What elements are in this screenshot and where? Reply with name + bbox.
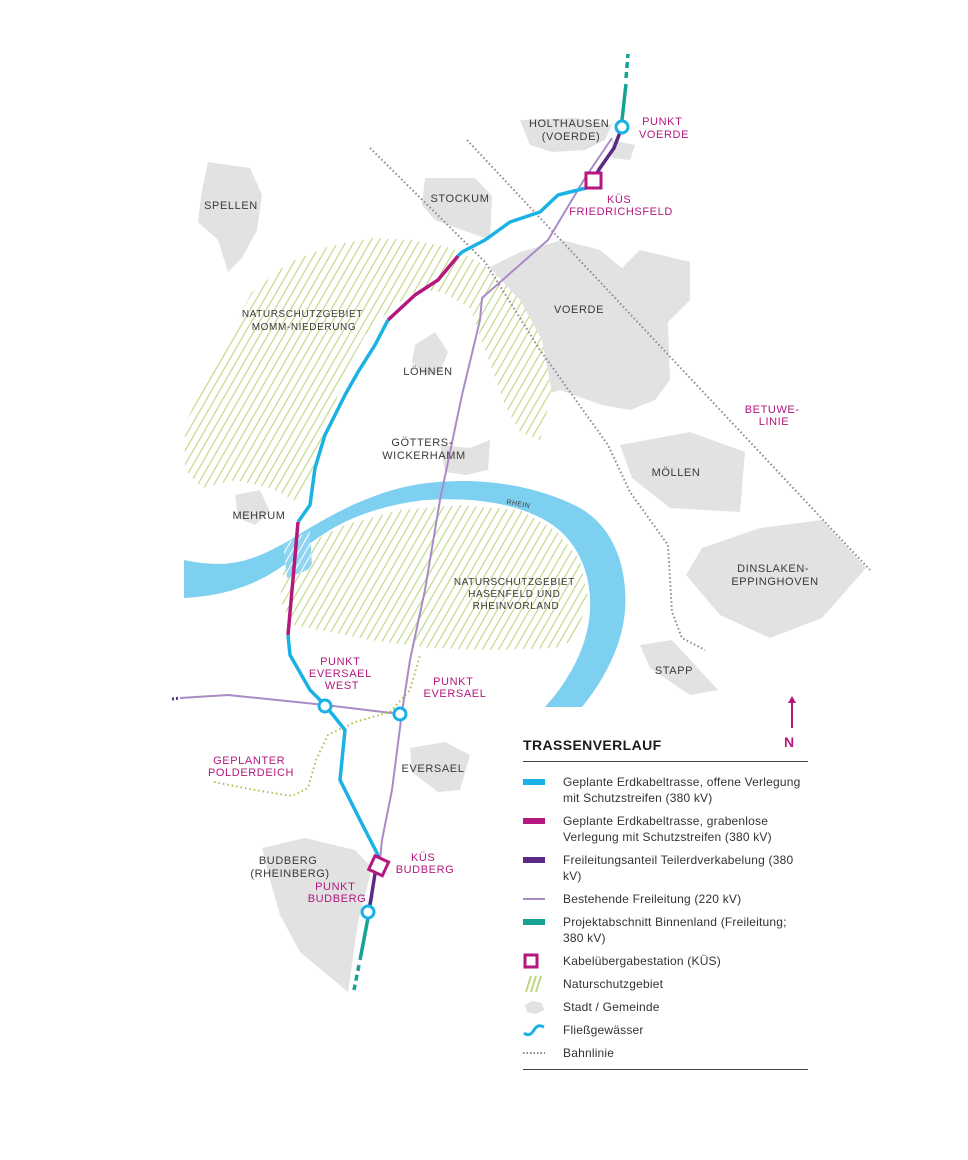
station-square-icon [523, 953, 539, 969]
punkt-eversael-icon[interactable] [392, 706, 408, 722]
legend-label: Projektabschnitt Binnenland (Freileitung… [563, 915, 787, 945]
cable-open-swatch [523, 779, 545, 785]
cable-trenchless-swatch [523, 818, 545, 824]
town-holthausen-east [612, 140, 635, 160]
legend-item: Fließgewässer [523, 1022, 808, 1038]
label-kues-friedrichsfeld: KÜS FRIEDRICHSFELD [569, 194, 673, 218]
reserve-momm-niederung [185, 238, 552, 502]
legend-title: TRASSENVERLAUF [523, 737, 808, 762]
punkt-budberg-icon[interactable] [360, 904, 376, 920]
legend-item: Naturschutzgebiet [523, 976, 808, 992]
label-punkt-eversael-west: PUNKT EVERSAEL WEST [309, 656, 375, 692]
polderdeich-line [213, 654, 421, 798]
legend-divider [523, 1069, 808, 1070]
river-wave-icon [523, 1024, 545, 1037]
river-rhein [184, 481, 626, 707]
north-arrow: N [782, 696, 802, 750]
legend-label: Bestehende Freileitung (220 kV) [563, 892, 742, 906]
legend-label: Freileitungsanteil Teilerdverkabelung (3… [563, 853, 794, 883]
legend-label: Kabelübergabestation (KÜS) [563, 954, 721, 968]
reserve-hasenfeld [280, 505, 588, 650]
legend-label: Naturschutzgebiet [563, 977, 664, 991]
label-eversael: EVERSAEL [402, 763, 465, 775]
legend-item: Stadt / Gemeinde [523, 999, 808, 1015]
punkt-voerde-icon[interactable] [614, 119, 630, 135]
town-eversael [410, 742, 470, 792]
label-mehrum: MEHRUM [232, 510, 285, 522]
line-continuation-west [171, 696, 181, 701]
label-punkt-budberg: PUNKT BUDBERG [308, 881, 367, 905]
label-budberg: BUDBERG (RHEINBERG) [250, 855, 329, 880]
town-budberg [262, 838, 372, 992]
dotted-line-icon [523, 1052, 545, 1054]
legend-item: Projektabschnitt Binnenland (Freileitung… [523, 914, 808, 946]
label-goetters: GÖTTERS- WICKERHAMM [382, 437, 466, 462]
legend-item: Kabelübergabestation (KÜS) [523, 953, 808, 969]
label-betuwe: BETUWE- LINIE [745, 404, 804, 428]
kues-friedrichsfeld-icon[interactable] [584, 171, 603, 190]
north-label: N [784, 734, 795, 750]
label-dinslaken: DINSLAKEN- EPPINGHOVEN [731, 563, 818, 588]
legend-label: Stadt / Gemeinde [563, 1000, 660, 1014]
nature-reserves [185, 238, 588, 650]
kues-budberg-icon[interactable] [366, 853, 391, 878]
legend-item: Freileitungsanteil Teilerdverkabelung (3… [523, 852, 808, 884]
legend: TRASSENVERLAUF Geplante Erdkabeltrasse, … [523, 737, 808, 1070]
town-holthausen [520, 118, 612, 152]
inland-section-swatch [523, 919, 545, 925]
label-rhein: RHEIN [506, 499, 531, 510]
railways [369, 139, 871, 651]
label-stockum: STOCKUM [430, 193, 489, 205]
punkt-eversael-west-icon[interactable] [317, 698, 333, 714]
label-kues-budberg: KÜS BUDBERG [396, 852, 455, 876]
label-voerde: VOERDE [554, 304, 604, 316]
legend-item: Bestehende Freileitung (220 kV) [523, 891, 808, 907]
label-moellen: MÖLLEN [652, 467, 701, 479]
legend-label: Geplante Erdkabeltrasse, offene Verlegun… [563, 775, 801, 805]
overhead-partial-swatch [523, 857, 545, 863]
label-spellen: SPELLEN [204, 200, 258, 212]
town-loehnen [412, 332, 448, 376]
label-punkt-eversael: PUNKT EVERSAEL [424, 676, 487, 700]
town-moellen [620, 432, 745, 512]
label-punkt-voerde: PUNKT VOERDE [639, 116, 689, 141]
cable-open-route [286, 183, 599, 856]
label-loehnen: LÖHNEN [403, 366, 452, 378]
legend-item: Geplante Erdkabeltrasse, grabenlose Verl… [523, 813, 808, 845]
town-goetters [440, 440, 490, 475]
label-stapp: STAPP [655, 665, 693, 677]
town-areas [198, 118, 866, 992]
crossing-hatch [283, 530, 312, 578]
existing-overhead-line [179, 137, 613, 861]
label-holthausen: HOLTHAUSEN (VOERDE) [529, 118, 613, 143]
connection-points [317, 119, 630, 920]
town-stapp [640, 640, 718, 695]
hatch-icon [525, 976, 542, 992]
cable-trenchless-route [286, 254, 460, 636]
town-blob-icon [525, 1001, 544, 1014]
legend-label: Fließgewässer [563, 1023, 644, 1037]
existing-line-swatch [523, 898, 545, 900]
town-stockum [422, 178, 492, 240]
town-mehrum [235, 490, 270, 525]
legend-label: Geplante Erdkabeltrasse, grabenlose Verl… [563, 814, 772, 844]
inland-section [352, 53, 630, 991]
label-polderdeich: GEPLANTER POLDERDEICH [208, 755, 294, 779]
north-arrow-icon [788, 696, 796, 728]
legend-label: Bahnlinie [563, 1046, 615, 1060]
label-nsg-hasenfeld: NATURSCHUTZGEBIET HASENFELD UND RHEINVOR… [454, 577, 578, 612]
railway-main [369, 147, 706, 651]
label-nsg-momm: NATURSCHUTZGEBIET MOMM-NIEDERUNG [242, 309, 366, 333]
town-dinslaken [686, 520, 866, 638]
legend-item: Geplante Erdkabeltrasse, offene Verlegun… [523, 774, 808, 806]
town-spellen [198, 162, 262, 272]
legend-item: Bahnlinie [523, 1045, 808, 1061]
